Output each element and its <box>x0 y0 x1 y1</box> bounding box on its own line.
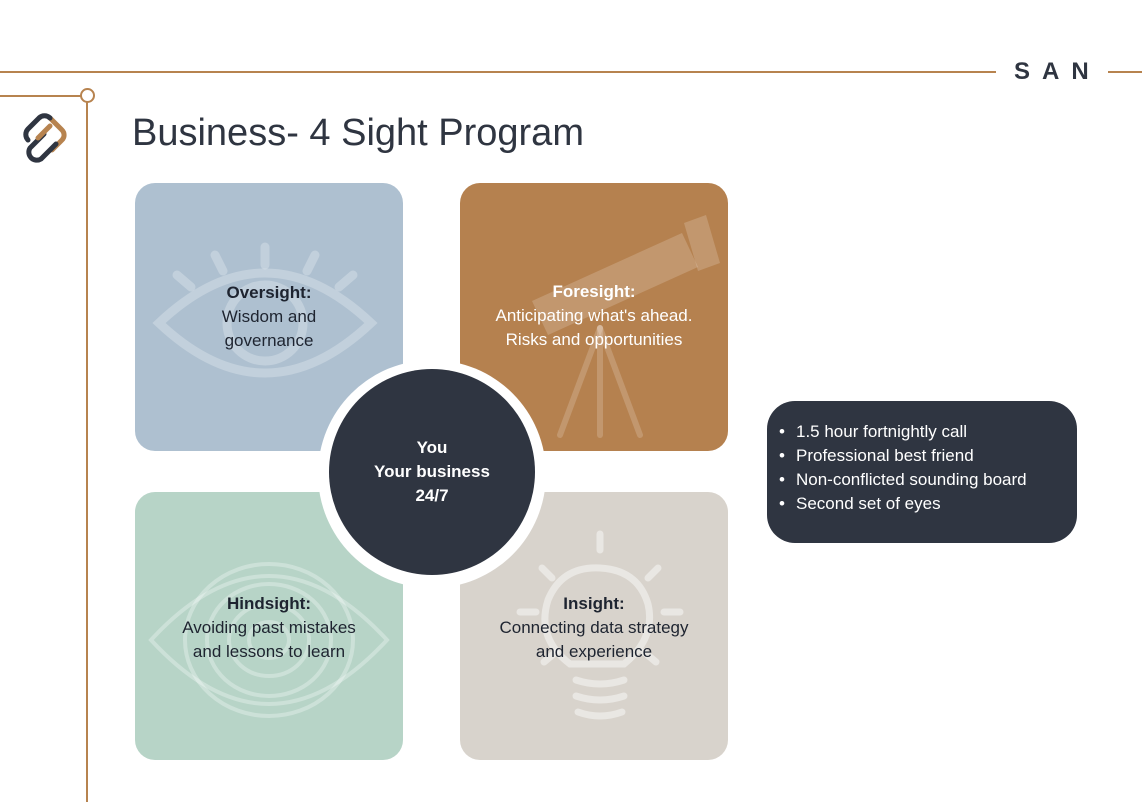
center-line: Your business <box>374 462 490 481</box>
center-circle: You Your business 24/7 <box>329 369 535 575</box>
insight-line: and experience <box>535 642 653 661</box>
lightbulb-icon <box>516 530 684 720</box>
benefits-panel: 1.5 hour fortnightly call Professional b… <box>767 401 1077 543</box>
eye-icon <box>152 242 378 378</box>
foresight-text: Foresight: Anticipating what's ahead. Ri… <box>460 280 728 352</box>
oversight-line: Wisdom and <box>221 307 317 326</box>
benefit-item: Second set of eyes <box>779 492 1027 516</box>
oversight-line: governance <box>224 331 314 350</box>
side-rule <box>86 101 88 802</box>
brand-wordmark: SAN <box>1014 58 1101 85</box>
insight-line: Connecting data strategy <box>499 618 689 637</box>
insight-text: Insight: Connecting data strategy and ex… <box>460 592 728 664</box>
center-line: You <box>416 438 448 457</box>
concentric-eye-icon <box>148 562 390 718</box>
top-rule <box>0 71 996 73</box>
hindsight-line: and lessons to learn <box>192 642 346 661</box>
side-branch-rule <box>0 95 82 97</box>
foresight-heading: Foresight: <box>552 282 636 301</box>
page-title: Business- 4 Sight Program <box>132 112 584 154</box>
benefit-item: 1.5 hour fortnightly call <box>779 420 1027 444</box>
center-line: 24/7 <box>415 486 449 505</box>
chain-link-logo-icon <box>23 113 67 163</box>
foresight-line: Risks and opportunities <box>505 330 683 349</box>
oversight-text: Oversight: Wisdom and governance <box>135 281 403 353</box>
benefit-item: Non-conflicted sounding board <box>779 468 1027 492</box>
benefit-item: Professional best friend <box>779 444 1027 468</box>
benefits-list: 1.5 hour fortnightly call Professional b… <box>779 420 1027 516</box>
hindsight-heading: Hindsight: <box>226 594 312 613</box>
hindsight-line: Avoiding past mistakes <box>182 618 356 637</box>
hindsight-text: Hindsight: Avoiding past mistakes and le… <box>135 592 403 664</box>
oversight-tile: Oversight: Wisdom and governance <box>135 183 403 451</box>
insight-heading: Insight: <box>563 594 625 613</box>
foresight-line: Anticipating what's ahead. <box>495 306 693 325</box>
top-rule-right <box>1108 71 1142 73</box>
telescope-icon <box>532 215 720 438</box>
oversight-heading: Oversight: <box>226 283 312 302</box>
foresight-tile: Foresight: Anticipating what's ahead. Ri… <box>460 183 728 451</box>
